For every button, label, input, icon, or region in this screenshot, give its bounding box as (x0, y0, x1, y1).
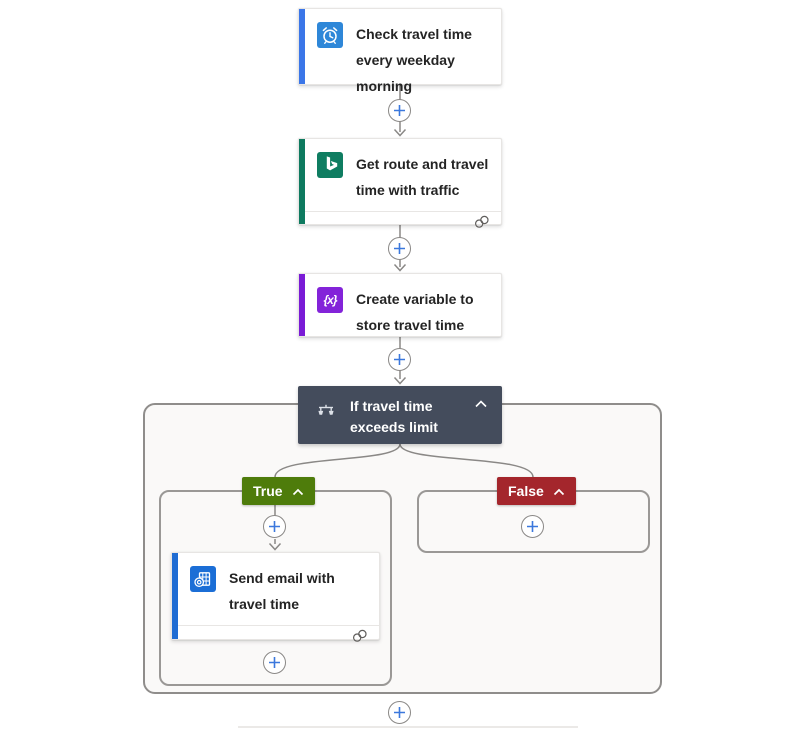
next-card-top-edge (238, 726, 578, 728)
outlook-send-email-icon (190, 566, 216, 592)
plus-icon (269, 521, 280, 532)
card-title: Check travel time every weekday morning (356, 26, 472, 94)
insert-step-button[interactable] (263, 651, 286, 674)
recurrence-clock-icon (317, 22, 343, 48)
plus-icon (394, 707, 405, 718)
insert-step-button[interactable] (263, 515, 286, 538)
card-footer (172, 625, 379, 651)
card-accent-bar (172, 553, 178, 639)
branch-label-text: True (253, 483, 283, 499)
plus-icon (394, 354, 405, 365)
insert-step-button[interactable] (388, 99, 411, 122)
connection-rings-icon (473, 215, 491, 234)
plus-icon (527, 521, 538, 532)
card-title: Get route and travel time with traffic (356, 156, 489, 198)
card-footer (299, 211, 501, 237)
variable-action-card[interactable]: {x} Create variable to store travel time (298, 273, 502, 337)
insert-step-button[interactable] (521, 515, 544, 538)
condition-title: If travel time exceeds limit (350, 398, 438, 435)
card-title: Send email with travel time (229, 570, 335, 612)
branch-label-text: False (508, 483, 544, 499)
plus-icon (394, 243, 405, 254)
true-branch-label[interactable]: True (242, 477, 315, 505)
chevron-up-icon (292, 483, 304, 499)
card-accent-bar (299, 274, 305, 336)
connection-rings-icon (351, 629, 369, 648)
plus-icon (394, 105, 405, 116)
insert-step-button[interactable] (388, 701, 411, 724)
chevron-up-icon[interactable] (471, 395, 491, 411)
bing-maps-icon (317, 152, 343, 178)
card-accent-bar (299, 139, 305, 224)
chevron-up-icon (553, 483, 565, 499)
false-branch-label[interactable]: False (497, 477, 576, 505)
trigger-card[interactable]: Check travel time every weekday morning (298, 8, 502, 94)
initialize-variable-icon: {x} (317, 287, 343, 313)
insert-step-button[interactable] (388, 237, 411, 260)
route-action-card[interactable]: Get route and travel time with traffic (298, 138, 502, 228)
insert-step-button[interactable] (388, 348, 411, 371)
plus-icon (269, 657, 280, 668)
condition-card[interactable]: If travel time exceeds limit (298, 386, 502, 444)
condition-branch-icon (315, 400, 337, 427)
card-accent-bar (299, 9, 305, 84)
card-title: Create variable to store travel time (356, 291, 474, 333)
send-email-action-card[interactable]: Send email with travel time (171, 552, 380, 642)
